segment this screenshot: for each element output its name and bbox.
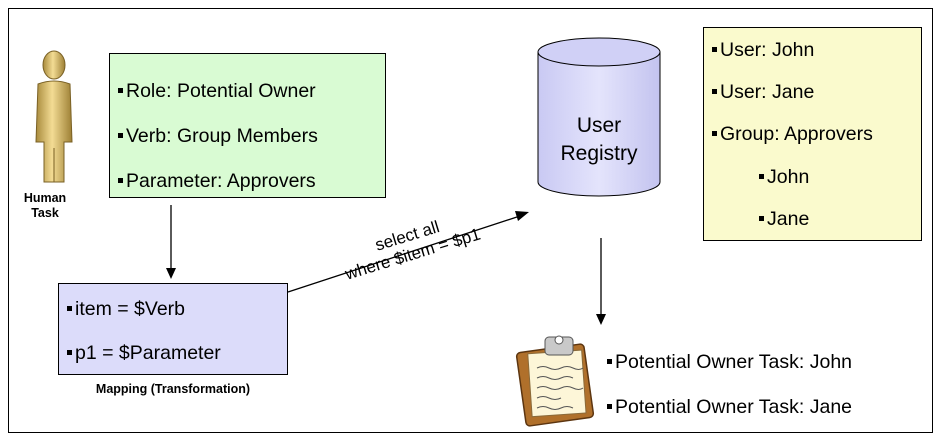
parameter-line: Parameter: Approvers bbox=[118, 170, 316, 192]
human-icon bbox=[35, 50, 73, 183]
arrow-task-to-mapping bbox=[166, 205, 176, 279]
mapping-caption: Mapping (Transformation) bbox=[95, 382, 251, 396]
human-task-label: Human Task bbox=[22, 191, 68, 221]
user-registry-label: User Registry bbox=[538, 112, 660, 168]
diagram-frame bbox=[8, 8, 933, 433]
member-jane-line: Jane bbox=[759, 208, 809, 230]
mapping-item-line: item = $Verb bbox=[67, 298, 185, 320]
user-john-line: User: John bbox=[712, 39, 814, 61]
group-approvers-line: Group: Approvers bbox=[712, 123, 873, 145]
arrow-registry-to-result bbox=[596, 238, 606, 325]
verb-line: Verb: Group Members bbox=[118, 125, 318, 147]
result-jane-line: Potential Owner Task: Jane bbox=[607, 396, 852, 418]
role-line: Role: Potential Owner bbox=[118, 80, 316, 102]
member-john-line: John bbox=[759, 166, 809, 188]
human-task-label-line-2: Task bbox=[31, 206, 59, 220]
clipboard-icon bbox=[515, 335, 595, 427]
arrow-mapping-to-registry bbox=[287, 211, 529, 293]
registry-label-line-1: User bbox=[576, 114, 622, 137]
mapping-box: item = $Verb p1 = $Parameter bbox=[58, 283, 288, 375]
human-task-label-line-1: Human bbox=[23, 191, 67, 205]
user-jane-line: User: Jane bbox=[712, 81, 814, 103]
registry-label-line-2: Registry bbox=[560, 142, 638, 165]
users-box: User: John User: Jane Group: Approvers J… bbox=[703, 27, 922, 241]
mapping-p1-line: p1 = $Parameter bbox=[67, 342, 221, 364]
result-john-line: Potential Owner Task: John bbox=[607, 351, 852, 373]
user-registry-cylinder bbox=[537, 37, 661, 197]
role-box: Role: Potential Owner Verb: Group Member… bbox=[109, 53, 386, 198]
